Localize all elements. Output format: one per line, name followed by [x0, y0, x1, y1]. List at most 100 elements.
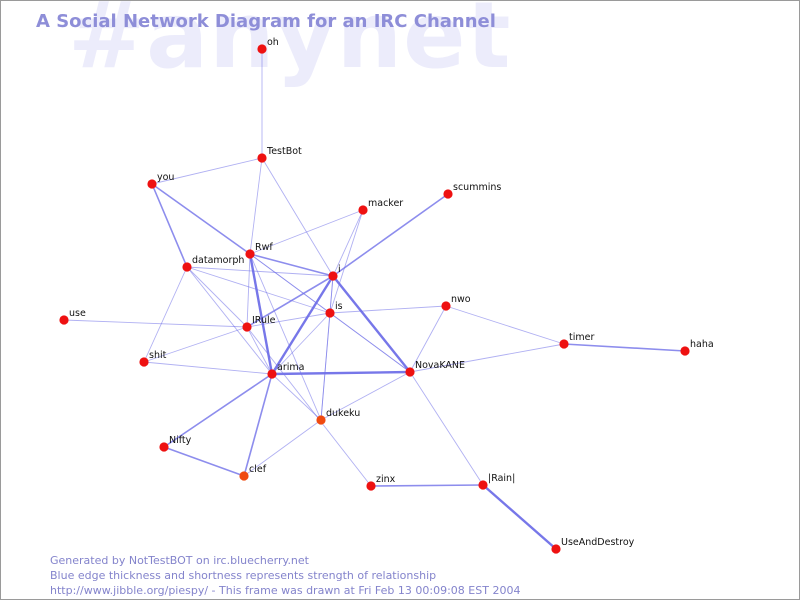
node-dot[interactable]: [316, 415, 326, 425]
node-dot[interactable]: [405, 367, 415, 377]
node-dot[interactable]: [358, 205, 368, 215]
node-dot[interactable]: [239, 471, 249, 481]
edges-layer: [63, 49, 686, 550]
node-scummins[interactable]: scummins: [443, 182, 501, 199]
node-label: i: [338, 264, 341, 275]
edge-zinx-Rain: [370, 484, 484, 487]
node-UseAndDestroy[interactable]: UseAndDestroy: [551, 537, 635, 554]
node-label: clef: [249, 464, 267, 475]
edge-macker-i: [332, 209, 364, 277]
node-dot[interactable]: [147, 179, 157, 189]
edge-is-dukeku: [320, 312, 331, 421]
node-Rain[interactable]: |Rain|: [478, 473, 515, 490]
node-IRule[interactable]: IRule: [242, 315, 276, 332]
channel-watermark: #anynet: [68, 0, 512, 89]
node-label: you: [157, 172, 174, 183]
node-dot[interactable]: [328, 271, 338, 281]
node-label: Nifty: [169, 435, 192, 446]
node-is[interactable]: is: [325, 301, 343, 318]
node-label: scummins: [453, 182, 501, 193]
node-label: haha: [690, 339, 714, 350]
node-arima[interactable]: arima: [267, 362, 304, 379]
node-shit[interactable]: shit: [139, 350, 167, 367]
node-label: TestBot: [266, 146, 302, 157]
node-label: IRule: [252, 315, 276, 326]
node-dot[interactable]: [242, 322, 252, 332]
node-label: datamorph: [192, 255, 244, 266]
edge-nwo-timer: [445, 305, 565, 345]
node-label: use: [69, 308, 86, 319]
edge-timer-haha: [563, 343, 686, 352]
footer-generated-by: Generated by NotTestBOT on irc.bluecherr…: [50, 554, 309, 567]
node-dot[interactable]: [478, 480, 488, 490]
node-dot[interactable]: [551, 544, 561, 554]
node-dot[interactable]: [559, 339, 569, 349]
node-zinx[interactable]: zinx: [366, 474, 396, 491]
edge-IRule-arima: [246, 326, 273, 375]
edge-macker-is: [329, 209, 364, 314]
node-Nifty[interactable]: Nifty: [159, 435, 192, 452]
edge-scummins-i: [332, 193, 449, 277]
edge-datamorph-arima: [186, 266, 273, 375]
node-you[interactable]: you: [147, 172, 174, 189]
node-nwo[interactable]: nwo: [441, 294, 471, 311]
node-dukeku[interactable]: dukeku: [316, 408, 360, 425]
node-macker[interactable]: macker: [358, 198, 403, 215]
node-clef[interactable]: clef: [239, 464, 267, 481]
node-label: |Rain|: [488, 473, 515, 484]
node-dot[interactable]: [257, 153, 267, 163]
node-TestBot[interactable]: TestBot: [257, 146, 302, 163]
node-label: shit: [149, 350, 167, 361]
node-label: NovaKANE: [415, 360, 465, 371]
edge-datamorph-shit: [143, 266, 188, 363]
node-label: timer: [569, 332, 594, 343]
edge-Rwf-IRule: [246, 253, 251, 328]
node-use[interactable]: use: [59, 308, 86, 325]
edge-i-NovaKANE: [332, 275, 411, 373]
edge-arima-dukeku: [271, 373, 322, 421]
edge-NovaKANE-Rain: [409, 371, 484, 486]
edge-is-arima: [271, 312, 331, 375]
node-label: arima: [277, 362, 304, 373]
node-haha[interactable]: haha: [680, 339, 714, 356]
node-dot[interactable]: [325, 308, 335, 318]
node-dot[interactable]: [257, 44, 267, 54]
node-dot[interactable]: [366, 481, 376, 491]
edge-Rain-UseAndDestroy: [482, 484, 557, 550]
node-dot[interactable]: [443, 189, 453, 199]
node-oh[interactable]: oh: [257, 37, 279, 54]
node-label: oh: [267, 37, 279, 48]
edge-TestBot-you: [151, 157, 263, 185]
node-dot[interactable]: [441, 301, 451, 311]
edge-arima-clef: [243, 373, 273, 477]
edge-Rwf-i: [249, 253, 334, 277]
edge-NovaKANE-dukeku: [320, 371, 411, 421]
node-dot[interactable]: [267, 369, 277, 379]
node-i[interactable]: i: [328, 264, 341, 281]
footer-url-timestamp: http://www.jibble.org/piespy/ - This fra…: [50, 584, 521, 597]
edge-datamorph-IRule: [186, 266, 248, 328]
edge-datamorph-i: [186, 266, 334, 277]
node-dot[interactable]: [182, 262, 192, 272]
node-dot[interactable]: [245, 249, 255, 259]
node-timer[interactable]: timer: [559, 332, 594, 349]
edge-use-IRule: [63, 319, 248, 328]
node-label: is: [335, 301, 343, 312]
node-dot[interactable]: [59, 315, 69, 325]
edge-shit-arima: [143, 361, 273, 375]
edge-TestBot-i: [261, 157, 334, 277]
node-NovaKANE[interactable]: NovaKANE: [405, 360, 465, 377]
edge-NovaKANE-timer: [409, 343, 565, 373]
edge-IRule-zinx: [246, 326, 372, 487]
node-dot[interactable]: [139, 357, 149, 367]
edge-TestBot-Rwf: [249, 157, 263, 255]
edge-you-Rwf: [151, 183, 251, 255]
node-dot[interactable]: [680, 346, 690, 356]
node-datamorph[interactable]: datamorph: [182, 255, 244, 272]
footer: Generated by NotTestBOT on irc.bluecherr…: [50, 553, 520, 598]
edge-dukeku-clef: [243, 419, 322, 477]
node-dot[interactable]: [159, 442, 169, 452]
node-Rwf[interactable]: Rwf: [245, 242, 273, 259]
edge-arima-NovaKANE: [271, 370, 411, 376]
